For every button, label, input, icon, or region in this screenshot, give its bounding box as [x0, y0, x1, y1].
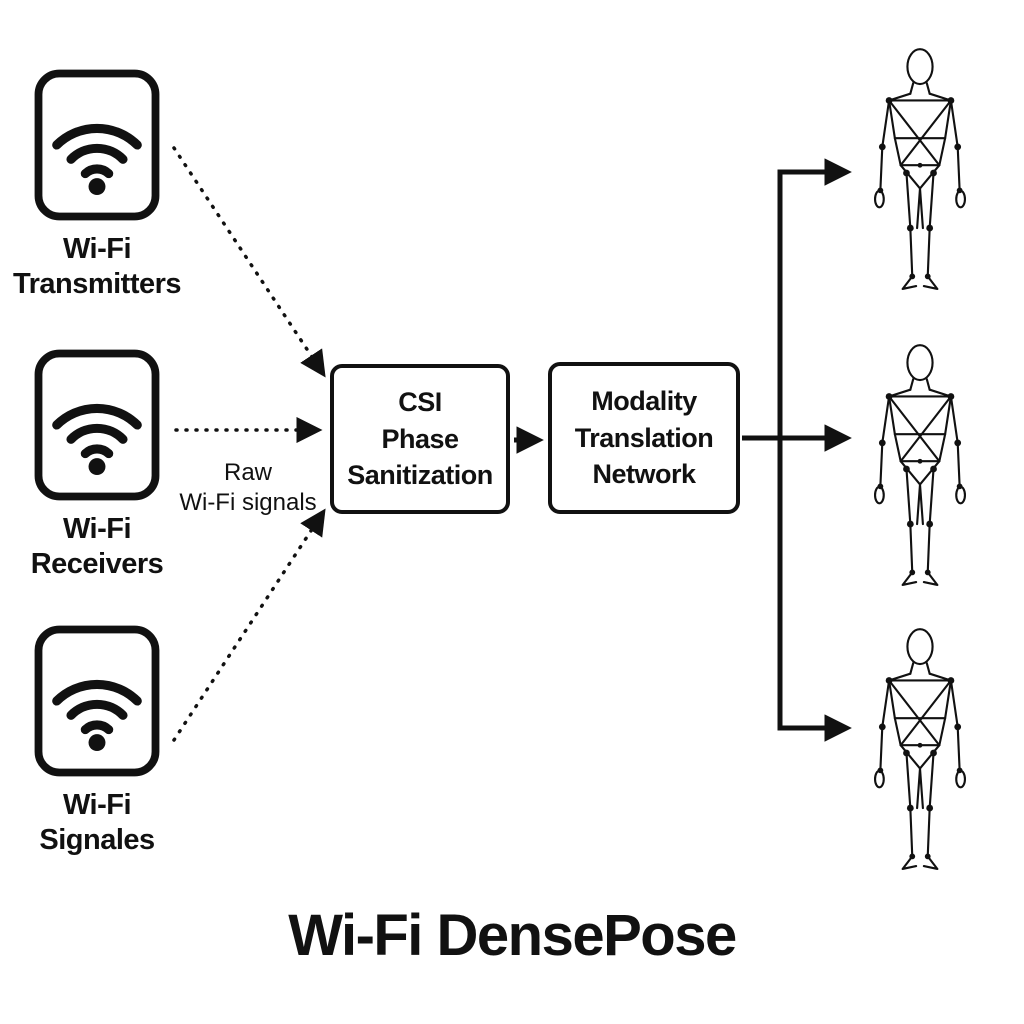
wifi-receivers-node: Wi-Fi Receivers — [2, 346, 192, 582]
wifi-signals-node: Wi-Fi Signales — [2, 622, 192, 858]
wifi-transmitters-node: Wi-Fi Transmitters — [2, 66, 192, 302]
wifi-icon — [32, 346, 162, 504]
edge-signals-to-csi — [172, 508, 326, 742]
csi-phase-sanitization-box: CSI Phase Sanitization — [330, 364, 510, 514]
densepose-body-wireframe-icon — [862, 340, 978, 596]
wifi-signals-label: Wi-Fi Signales — [39, 789, 155, 856]
wifi-receivers-label: Wi-Fi Receivers — [30, 513, 164, 580]
modality-translation-network-box: Modality Translation Network — [548, 362, 740, 514]
modality-translation-network-label: Modality Translation Network — [574, 386, 714, 490]
csi-phase-sanitization-label: CSI Phase Sanitization — [347, 387, 493, 491]
wifi-icon — [32, 66, 162, 224]
edge-transmitters-to-csi — [172, 146, 326, 378]
diagram-title: Wi-Fi DensePose — [288, 903, 737, 968]
wifi-transmitters-label: Wi-Fi Transmitters — [12, 233, 182, 300]
wifi-icon — [32, 622, 162, 780]
raw-wifi-signals-label: Raw Wi-Fi signals — [179, 459, 317, 516]
densepose-body-wireframe-icon — [862, 44, 978, 300]
densepose-body-wireframe-icon — [862, 624, 978, 880]
